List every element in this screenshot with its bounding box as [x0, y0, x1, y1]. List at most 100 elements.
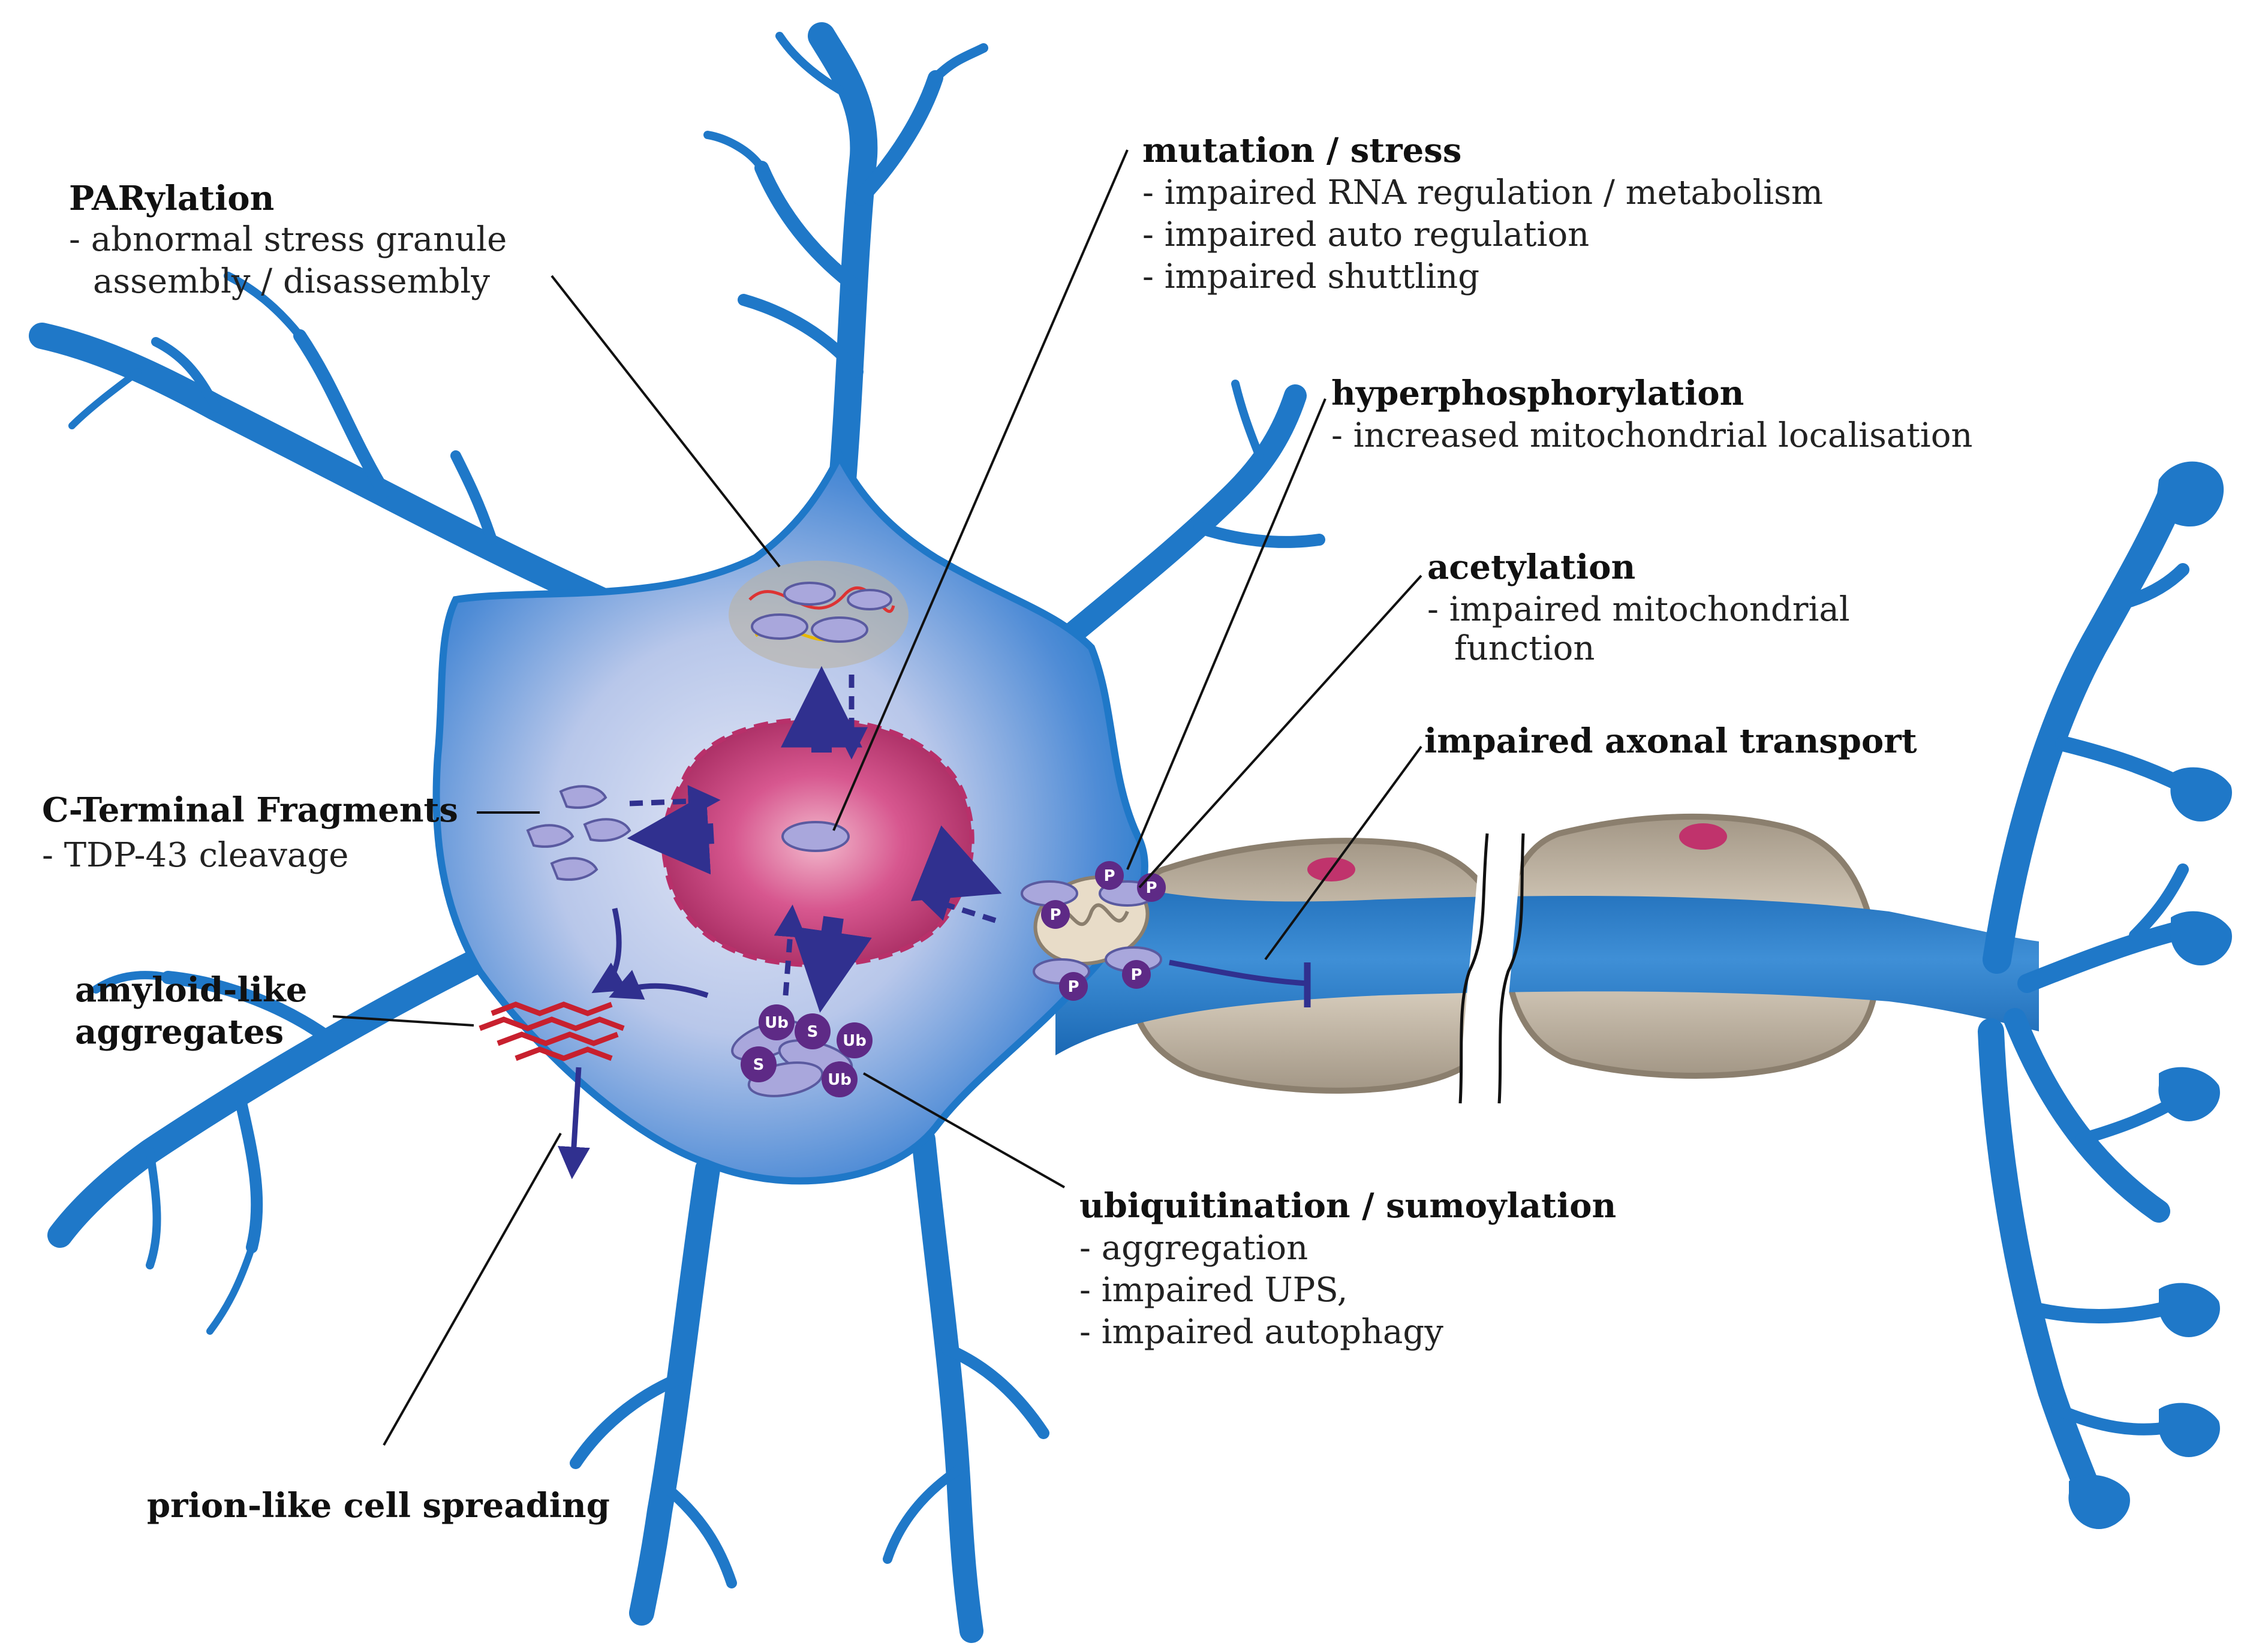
dendrite-bottom-right-branch — [883, 1464, 964, 1564]
label-mutation: mutation / stress - impaired RNA regulat… — [1142, 131, 1823, 296]
phospho-badge-label: P — [1067, 978, 1079, 996]
dendrite-upper-left — [29, 323, 613, 613]
arrow-nucleus-to-ctf — [627, 793, 714, 875]
sumo-badge-label: S — [753, 1056, 765, 1074]
label-ctf: C-Terminal Fragments - TDP-43 cleavage — [42, 790, 458, 875]
label-ctf-line: - TDP-43 cleavage — [42, 836, 348, 875]
label-mutation-line: - impaired shuttling — [1142, 257, 1479, 296]
axon-terminal-branch — [2051, 1403, 2177, 1436]
amyloid-fibril — [515, 1046, 613, 1061]
sumo-badge-label: S — [807, 1023, 819, 1041]
dendrite-bottom-left — [629, 1157, 720, 1626]
axon-terminal-bouton — [2158, 1283, 2220, 1337]
axon-terminal-branch — [2104, 563, 2189, 612]
sumo-badge — [741, 1046, 777, 1082]
arrow-ctf-to-nucleus — [629, 785, 721, 818]
arrow-ctf-to-aggregates — [591, 907, 628, 994]
mitochondrion-group: P P P P P — [1021, 861, 1166, 1001]
transition-arrows — [558, 666, 1311, 1179]
dendrite-top-branch — [775, 32, 844, 94]
dendrite-upper-left-branch — [151, 337, 221, 413]
tdp43-protein-nuclear — [781, 821, 850, 852]
label-parylation-line: - abnormal stress granule — [69, 220, 507, 259]
schwann-nucleus-2 — [1679, 823, 1727, 850]
phospho-badge — [1137, 873, 1166, 902]
dendrite-left-branch — [161, 971, 342, 1050]
dendrite-upper-left-branch — [224, 272, 304, 340]
label-ubiq-line: - impaired autophagy — [1079, 1313, 1443, 1352]
arrow-aggregates-to-spreading — [558, 1067, 590, 1179]
axon-terminal-bouton — [2170, 911, 2232, 965]
text-labels: PARylation - abnormal stress granule ass… — [42, 131, 1972, 1525]
label-parylation-title: PARylation — [69, 179, 274, 218]
arrow-nucleus-to-mito — [910, 825, 1002, 901]
label-parylation-line: assembly / disassembly — [93, 262, 490, 301]
label-hyperphos: hyperphosphorylation - increased mitocho… — [1331, 374, 1972, 455]
dendrites — [29, 22, 1325, 1643]
axon-break-line — [1497, 833, 1525, 1104]
label-mutation-line: - impaired RNA regulation / metabolism — [1142, 173, 1823, 212]
label-ubiq-title: ubiquitination / sumoylation — [1079, 1186, 1616, 1226]
phospho-badge-label: P — [1103, 867, 1115, 885]
label-acetylation: acetylation - impaired mitochondrial fun… — [1427, 547, 1850, 668]
label-parylation: PARylation - abnormal stress granule ass… — [69, 179, 507, 301]
stress-granule — [729, 561, 909, 669]
arrow-ubiq-to-aggregates — [609, 970, 709, 1000]
dendrite-left-branch — [206, 1244, 255, 1335]
axon-terminal-bouton — [2158, 1403, 2220, 1457]
arrow-nucleus-to-ubiq — [791, 916, 872, 1013]
ctf-fragment — [559, 785, 607, 809]
dendrite-top-branch — [738, 294, 864, 378]
dendrite-bottom-right-branch — [941, 1343, 1049, 1439]
dendrite-top-branch — [703, 131, 766, 172]
dendrite-upper-right — [1044, 384, 1307, 659]
tdp43-protein — [751, 613, 808, 640]
ubiquitin-badge — [837, 1022, 873, 1058]
axon-terminal-branch — [2055, 736, 2191, 793]
dendrite-top-branch — [853, 70, 943, 206]
amyloid-fibrils — [479, 1001, 625, 1061]
label-ubiq-line: - aggregation — [1079, 1229, 1308, 1268]
label-amyloid: amyloid-like aggregates — [75, 970, 307, 1052]
dendrite-upper-left-branch — [450, 450, 497, 545]
phospho-badge — [1095, 861, 1124, 890]
phospho-badge — [1059, 972, 1088, 1001]
phospho-badge — [1041, 900, 1070, 929]
label-hyperphos-line: - increased mitochondrial localisation — [1331, 416, 1972, 455]
ubiquitin-badge — [822, 1061, 858, 1097]
ubiquitin-badge-label: Ub — [828, 1071, 852, 1089]
leader-acetylation — [1138, 574, 1422, 889]
leader-amyloid — [332, 1015, 474, 1027]
dendrite-bottom-right — [912, 1127, 983, 1643]
axon-terminal-bouton — [2156, 461, 2224, 527]
tdp43-protein — [847, 589, 892, 610]
label-mutation-title: mutation / stress — [1142, 131, 1461, 170]
leader-lines — [332, 149, 1422, 1446]
dendrite-bottom-left-branch — [660, 1482, 737, 1588]
tdp43-protein — [783, 582, 836, 606]
label-amyloid-line: aggregates — [75, 1012, 284, 1052]
label-ubiq: ubiquitination / sumoylation - aggregati… — [1079, 1186, 1616, 1352]
ubiquitin-badge — [759, 1004, 795, 1040]
label-amyloid-title: amyloid-like — [75, 970, 307, 1010]
label-axonal-title: impaired axonal transport — [1424, 721, 1917, 761]
ctf-fragment — [550, 857, 598, 881]
leader-axonal — [1264, 745, 1422, 961]
dendrite-upper-right-branch — [1193, 522, 1325, 548]
axon-terminal-bouton — [2170, 767, 2232, 822]
axon-break — [1457, 833, 1523, 1103]
dendrite-left-branch — [146, 1147, 161, 1269]
label-ctf-title: C-Terminal Fragments — [42, 790, 458, 830]
phospho-badge-label: P — [1049, 906, 1061, 924]
axon-terminal-branch — [1983, 483, 2185, 974]
axon-break-line — [1458, 833, 1489, 1104]
dendrite-left-branch — [234, 1091, 263, 1253]
amyloid-fibril — [479, 1016, 625, 1031]
axon-terminal-bouton — [2068, 1475, 2130, 1529]
label-mutation-line: - impaired auto regulation — [1142, 215, 1589, 254]
label-axonal: impaired axonal transport — [1424, 721, 1917, 761]
arrow-mito-to-nucleus — [917, 890, 997, 923]
ubiquitin-badge-label: Ub — [765, 1014, 789, 1032]
label-acetylation-title: acetylation — [1427, 547, 1635, 587]
